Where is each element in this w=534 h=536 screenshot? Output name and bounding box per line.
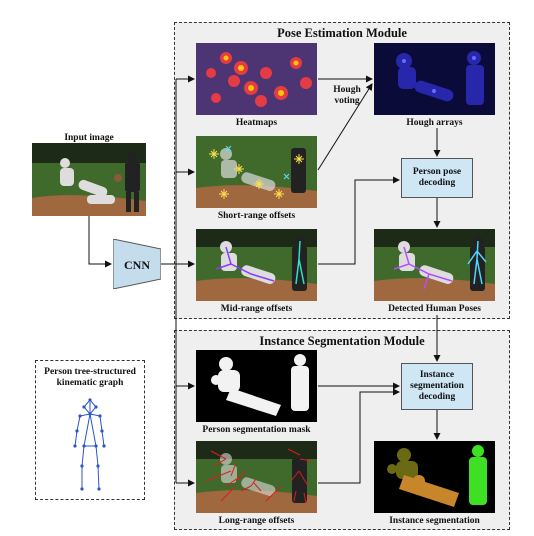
cnn-block	[113, 239, 161, 289]
short-range-offsets-label: Short-range offsets	[217, 211, 296, 221]
pose-module-title: Pose Estimation Module	[277, 26, 407, 40]
detected-human-poses-label: Detected Human Poses	[388, 304, 481, 314]
kinematic-graph-title-2: kinematic graph	[56, 378, 124, 388]
pose-decoding-text-2: decoding	[418, 178, 456, 188]
seg-decoding-text-1: Instance	[419, 370, 455, 380]
long-range-offsets-image	[196, 441, 317, 513]
seg-decoding-text-3: decoding	[418, 392, 456, 402]
instance-seg-decoding-box: Instance segmentation decoding	[401, 363, 473, 410]
heatmaps-image	[196, 43, 317, 115]
segmentation-mask-label: Person segmentation mask	[202, 425, 311, 435]
pose-decoding-text-1: Person pose	[412, 167, 462, 177]
input-image-label: Input image	[64, 133, 114, 143]
cnn-label: CNN	[124, 258, 150, 272]
hough-voting-label-1: Hough	[333, 85, 361, 95]
short-range-offsets-image	[196, 136, 317, 208]
hough-arrays-label: Hough arrays	[406, 118, 463, 128]
mid-range-offsets-label: Mid-range offsets	[220, 304, 293, 314]
detected-human-poses-image	[374, 229, 495, 301]
hough-arrays-image	[374, 43, 495, 115]
segmentation-mask-image	[196, 350, 317, 422]
instance-segmentation-label: Instance segmentation	[389, 516, 480, 526]
long-range-offsets-label: Long-range offsets	[218, 516, 295, 526]
person-pose-decoding-box: Person pose decoding	[401, 158, 473, 198]
seg-module-title: Instance Segmentation Module	[259, 334, 425, 348]
mid-range-offsets-image	[196, 229, 317, 301]
kinematic-graph-title-1: Person tree-structured	[44, 367, 136, 377]
heatmaps-label: Heatmaps	[235, 118, 278, 128]
hough-voting-label-2: voting	[334, 96, 360, 106]
input-image	[32, 143, 146, 216]
seg-decoding-text-2: segmentation	[410, 381, 464, 391]
instance-segmentation-image	[374, 441, 495, 513]
arrow-input-to-cnn	[88, 216, 112, 268]
